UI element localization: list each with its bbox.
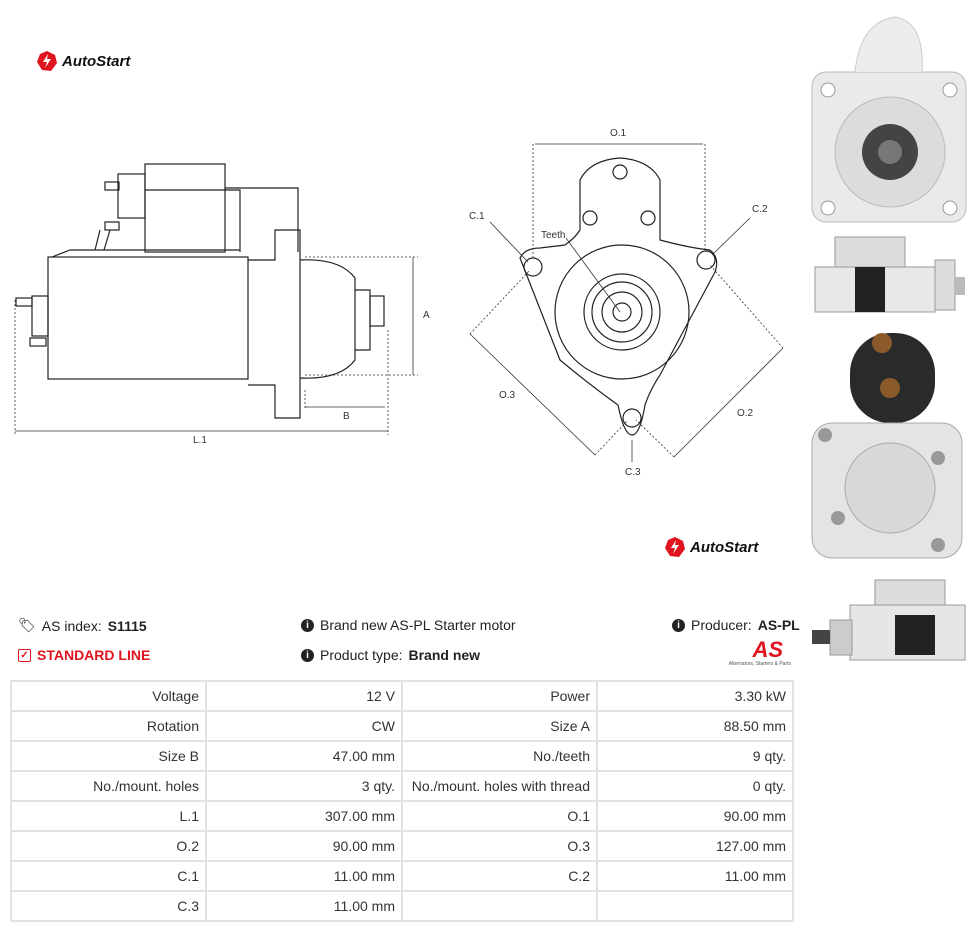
dim-label-teeth: Teeth (541, 230, 565, 241)
brand-name: AutoStart (62, 52, 131, 70)
spec-value: 3.30 kW (598, 682, 792, 710)
spec-label: Power (403, 682, 596, 710)
spec-label: Voltage (12, 682, 205, 710)
dim-label-c2: C.2 (752, 204, 768, 215)
spec-value: 11.00 mm (207, 862, 401, 890)
spec-value: 3 qty. (207, 772, 401, 800)
brand-logo-bottom: AutoStart (664, 536, 758, 558)
dim-label-b: B (343, 411, 350, 422)
dim-label-o2: O.2 (737, 408, 754, 419)
side-dim-lines (15, 257, 414, 432)
producer-tagline: Alternators, Starters & Parts (728, 661, 791, 667)
dim-label-o3: O.3 (499, 390, 516, 401)
technical-drawing: A B L.1 O.1 C.1 C.2 Teeth O.3 O.2 C.3 (14, 128, 784, 478)
spec-label (403, 892, 596, 920)
spec-label: No./teeth (403, 742, 596, 770)
spec-label: L.1 (12, 802, 205, 830)
spec-value: 12 V (207, 682, 401, 710)
spec-label: O.2 (12, 832, 205, 860)
spec-label: O.1 (403, 802, 596, 830)
brand-name: AutoStart (690, 538, 759, 556)
spec-label: Size B (12, 742, 205, 770)
product-type: i Product type: Brand new (301, 647, 480, 663)
side-dimensions (14, 256, 418, 435)
spec-value: 11.00 mm (207, 892, 401, 920)
product-thumbnail-rear[interactable] (810, 323, 968, 563)
spec-value: 11.00 mm (598, 862, 792, 890)
check-square-icon: ✓ (18, 648, 31, 662)
product-thumbnail-side[interactable] (810, 232, 968, 318)
side-view (15, 163, 385, 419)
product-type-label: Product type: (320, 647, 403, 663)
dim-label-c3: C.3 (625, 467, 641, 478)
spec-label: Rotation (12, 712, 205, 740)
producer-value: AS-PL (757, 617, 800, 633)
spec-value: 90.00 mm (598, 802, 792, 830)
product-type-value: Brand new (408, 647, 481, 663)
spec-label: No./mount. holes (12, 772, 205, 800)
brand-mark-icon (37, 51, 57, 71)
info-circle-icon: i (672, 618, 685, 632)
tags-icon: 🏷 (18, 617, 36, 633)
producer-logo: AS Alternators, Starters & Parts (715, 637, 791, 668)
product-line: ✓ STANDARD LINE (18, 647, 150, 663)
front-dim-lines (469, 143, 784, 462)
spec-label: C.3 (12, 892, 205, 920)
producer-label: Producer: (691, 617, 752, 633)
dim-label-a: A (423, 310, 430, 321)
dim-label-l1: L.1 (193, 435, 207, 446)
spec-value: 0 qty. (598, 772, 792, 800)
spec-value: 88.50 mm (598, 712, 792, 740)
brand-mark-icon (665, 537, 685, 557)
product-thumbnail-angle[interactable] (810, 575, 968, 671)
product-thumbnail-front[interactable] (810, 12, 968, 227)
as-index-value: S1115 (107, 617, 147, 634)
producer-logo-mark: AS (752, 637, 783, 662)
spec-value (598, 892, 792, 920)
producer: i Producer: AS-PL (672, 617, 800, 633)
product-line-label: STANDARD LINE (37, 647, 151, 663)
spec-value: 47.00 mm (207, 742, 401, 770)
spec-value: 90.00 mm (207, 832, 401, 860)
spec-value: 9 qty. (598, 742, 792, 770)
info-circle-icon: i (301, 618, 314, 632)
spec-label: C.1 (12, 862, 205, 890)
dim-label-c1: C.1 (469, 211, 485, 222)
brand-logo-top: AutoStart (36, 50, 130, 72)
front-view (519, 157, 718, 436)
as-index: 🏷 AS index: S1115 (18, 617, 147, 634)
spec-label: Size A (403, 712, 596, 740)
spec-value: 307.00 mm (207, 802, 401, 830)
as-index-label: AS index: (41, 617, 102, 634)
spec-label: O.3 (403, 832, 596, 860)
spec-label: No./mount. holes with thread (403, 772, 596, 800)
product-description: i Brand new AS-PL Starter motor (301, 617, 516, 633)
description-text: Brand new AS-PL Starter motor (320, 617, 516, 633)
spec-value: 127.00 mm (598, 832, 792, 860)
info-circle-icon: i (301, 648, 314, 662)
dim-label-o1: O.1 (610, 128, 627, 139)
spec-value: CW (207, 712, 401, 740)
spec-label: C.2 (403, 862, 596, 890)
